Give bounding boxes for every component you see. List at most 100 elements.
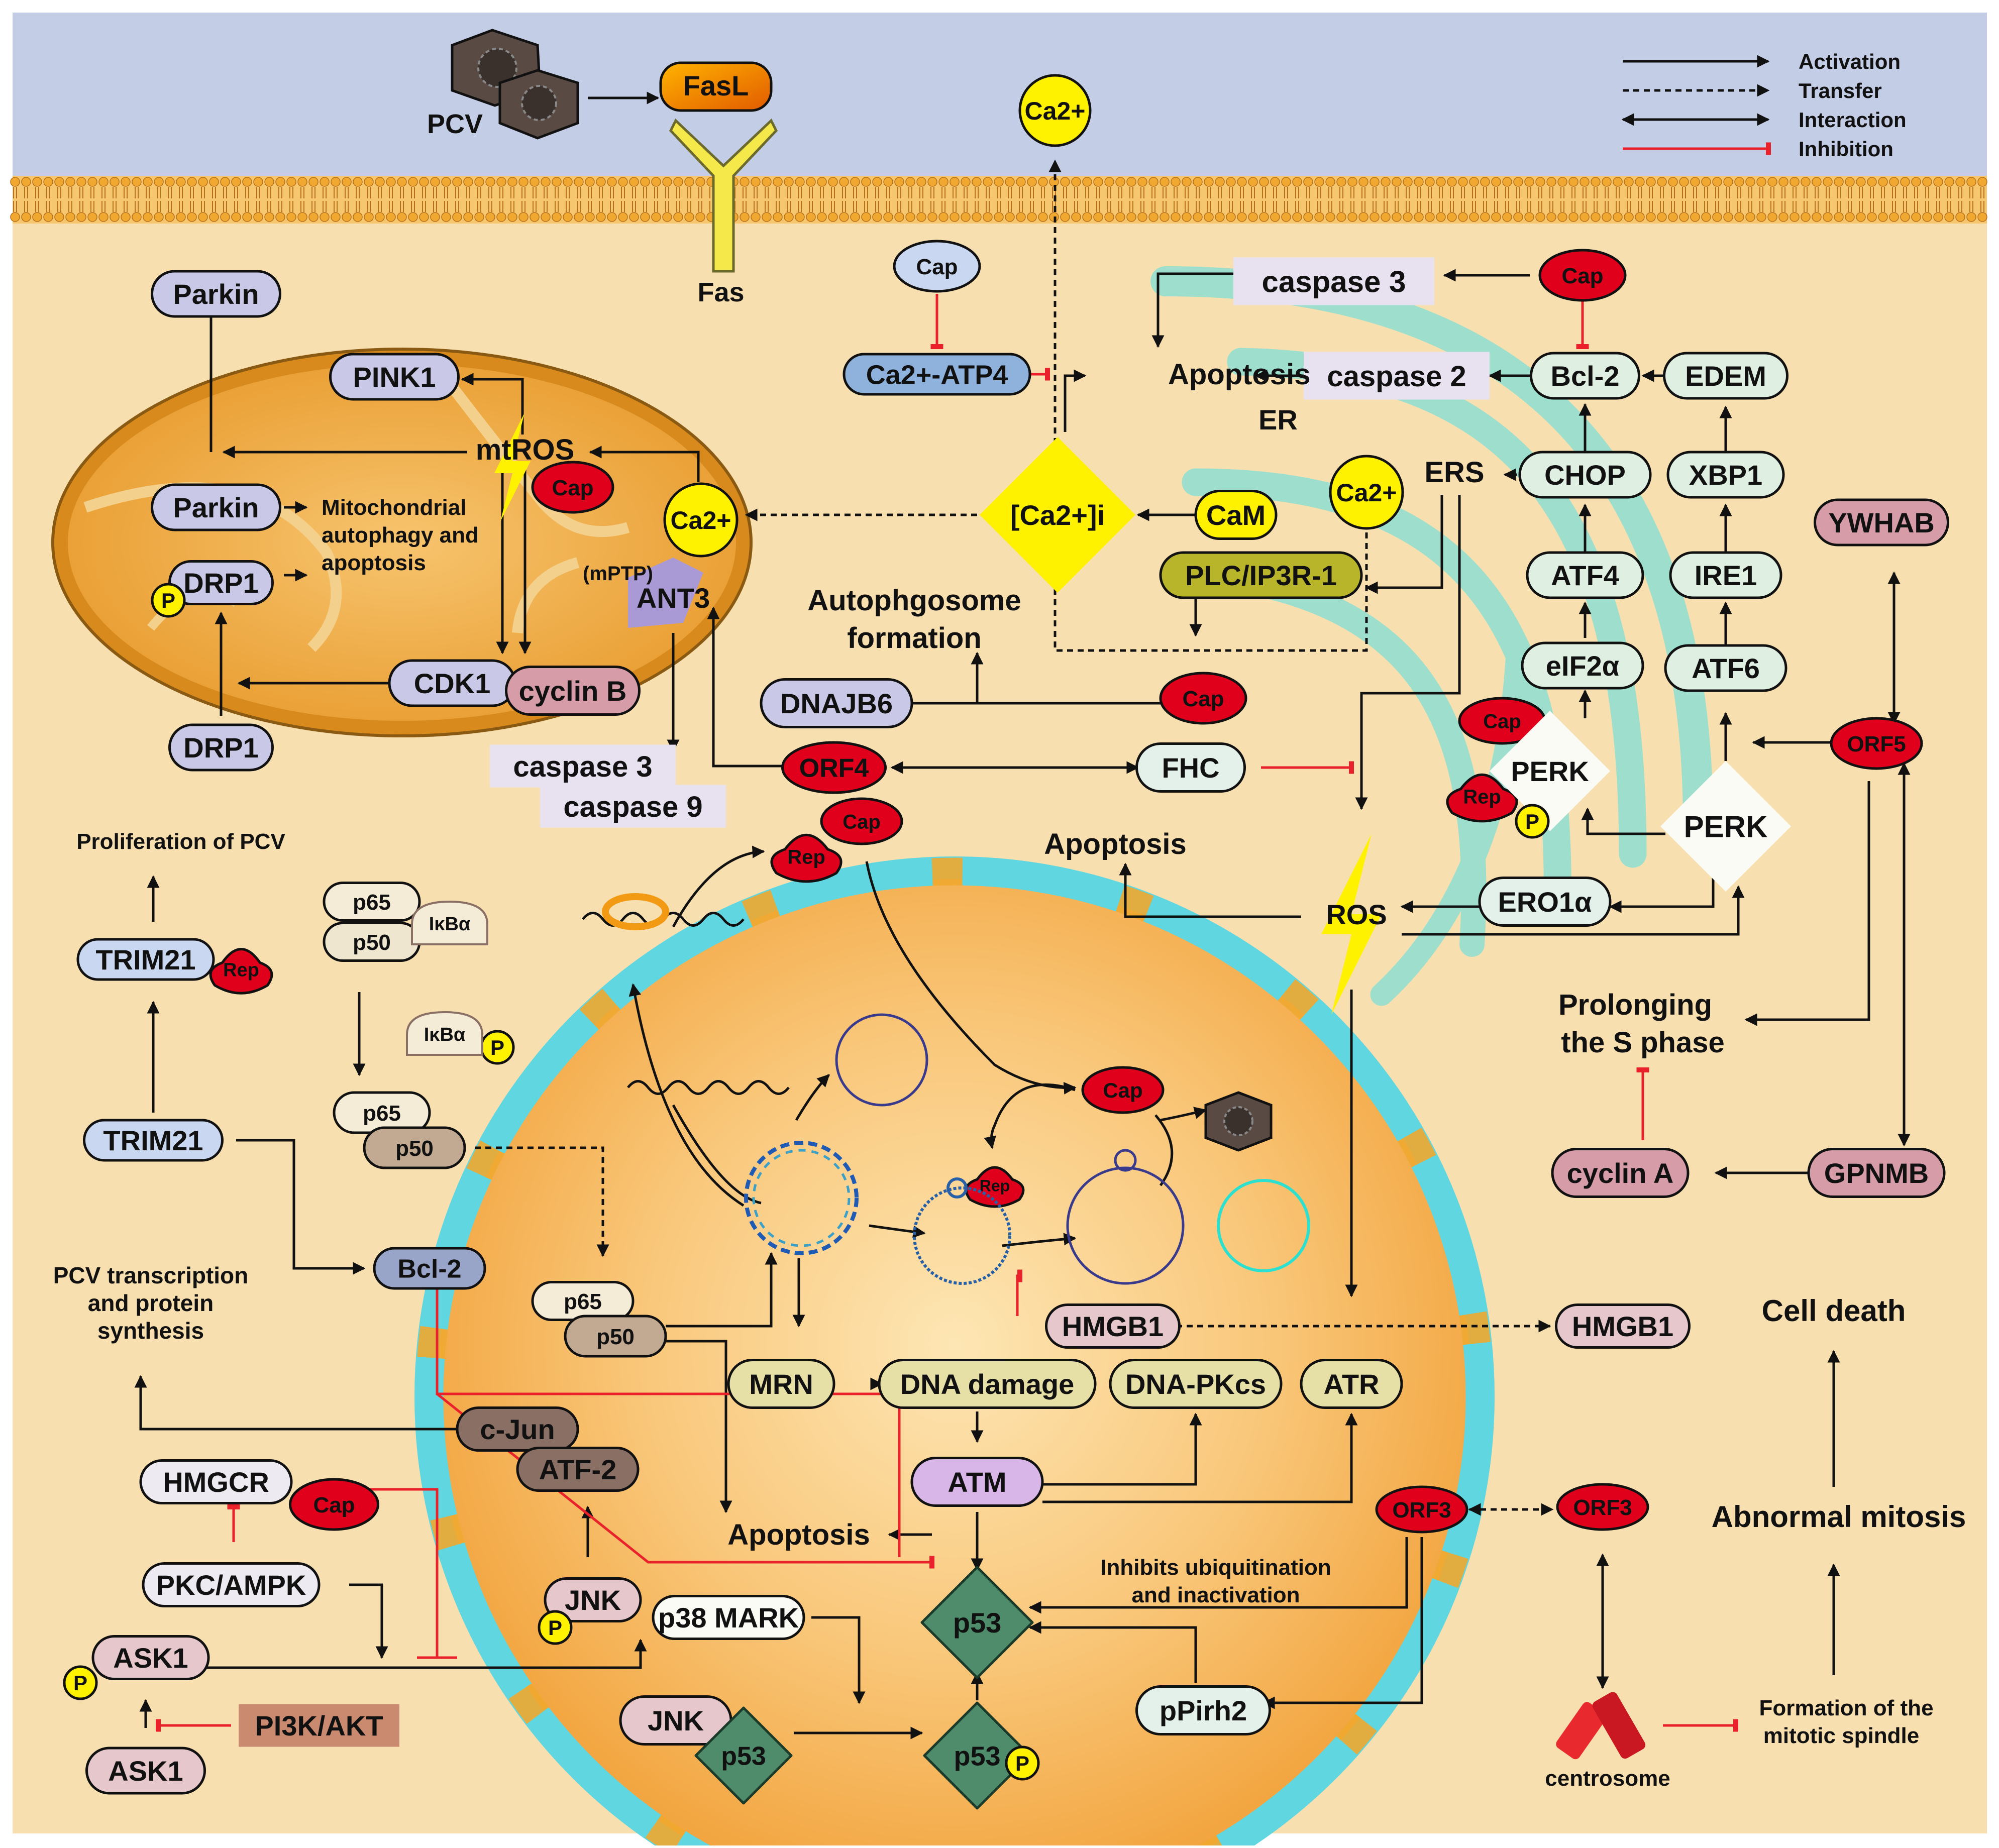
ros-bolt-icon	[1321, 834, 1382, 1015]
node-label: DRP1	[183, 567, 258, 599]
node-label: FHC	[1162, 752, 1219, 784]
phospho-p-p53: P	[1005, 1746, 1040, 1781]
node-p53-jnk: p53	[694, 1706, 793, 1805]
fas-label: Fas	[697, 277, 744, 307]
phospho-p-jnk: P	[538, 1610, 573, 1645]
node-label: Rep	[1463, 786, 1501, 808]
node-dna-damage: DNA damage	[878, 1359, 1097, 1409]
node-orf3-in: ORF3	[1375, 1485, 1468, 1534]
node-label: DNAJB6	[780, 688, 893, 719]
text-pcv-trans-2: and protein	[88, 1290, 214, 1316]
node-label: PLC/IP3R-1	[1185, 560, 1337, 591]
cell-membrane	[10, 176, 1987, 224]
node-atr: ATR	[1300, 1359, 1403, 1409]
node-orf5: ORF5	[1830, 717, 1923, 770]
node-label: Rep	[787, 846, 825, 868]
node-p65-a: p65	[323, 882, 421, 922]
node-perk-inner: PERK	[1490, 711, 1610, 831]
node-bcl2-cyto: Bcl-2	[373, 1247, 486, 1290]
node-orf3-out: ORF3	[1556, 1483, 1649, 1531]
node-label: Bcl-2	[1551, 360, 1620, 392]
ant3-channel-icon	[628, 558, 703, 628]
mtros-bolt-icon	[494, 413, 531, 521]
node-label: P	[490, 1036, 504, 1059]
node-xbp1: XBP1	[1666, 451, 1785, 499]
node-label: TRIM21	[103, 1125, 203, 1156]
node-label: [Ca2+]i	[1010, 499, 1105, 531]
node-ywhab: YWHAB	[1814, 498, 1949, 547]
text-ers: ERS	[1424, 456, 1484, 489]
node-label: p38 MARK	[658, 1602, 799, 1634]
node-label: Parkin	[173, 492, 259, 523]
node-label: Cap	[1483, 710, 1521, 732]
node-cap-mito: Cap	[531, 461, 614, 514]
node-label: p50	[353, 930, 391, 955]
node-label: p53	[953, 1607, 1002, 1639]
node-ire1: IRE1	[1669, 551, 1782, 599]
node-label: caspase 3	[513, 750, 652, 783]
node-ca-top: Ca2+	[1018, 74, 1092, 147]
extracellular-space	[13, 13, 1987, 178]
text-mptp: (mPTP)	[583, 563, 653, 585]
node-ca-mito: Ca2+	[663, 482, 739, 558]
node-pink1: PINK1	[329, 353, 460, 401]
node-label: P	[548, 1616, 562, 1640]
node-label: p65	[363, 1101, 401, 1126]
node-ask1-top: ASK1	[91, 1635, 210, 1680]
text-prolong-2: the S phase	[1561, 1026, 1725, 1059]
legend-interaction: Interaction	[1799, 108, 1907, 132]
node-label: Ca2+-ATP4	[866, 360, 1008, 390]
fasl-receptor-icon: FasL	[659, 61, 778, 273]
node-label: Parkin	[173, 278, 259, 310]
node-trim21-top: TRIM21	[76, 938, 215, 981]
node-hmgb1-out: HMGB1	[1555, 1303, 1691, 1349]
text-formation-1: Formation of the	[1759, 1696, 1933, 1720]
text-centrosome: centrosome	[1545, 1766, 1670, 1791]
node-label: cyclin B	[519, 675, 627, 707]
node-cdk1: CDK1	[388, 659, 516, 707]
node-ca-i: [Ca2+]i	[980, 437, 1135, 593]
node-label: ORF3	[1392, 1498, 1451, 1523]
inhibition-lines	[156, 294, 1738, 1732]
text-apoptosis-nuc: Apoptosis	[727, 1518, 870, 1551]
node-label: Ca2+	[1025, 97, 1086, 125]
node-p38: p38 MARK	[652, 1595, 805, 1640]
pathway-arrows	[134, 91, 1911, 1740]
node-chop: CHOP	[1518, 451, 1652, 499]
node-label: YWHAB	[1828, 507, 1935, 538]
node-label: ATR	[1324, 1368, 1380, 1400]
node-label: EDEM	[1685, 360, 1766, 392]
fasl-label: FasL	[683, 70, 749, 101]
node-cap-red-top: Cap	[1538, 249, 1627, 302]
node-label: CHOP	[1544, 459, 1626, 491]
node-dnajb6: DNAJB6	[760, 678, 913, 728]
node-eif2a: eIF2α	[1521, 641, 1644, 690]
progeny-virion-icon	[1204, 1091, 1273, 1152]
nucleus	[414, 856, 1495, 1848]
node-label: PINK1	[353, 361, 436, 393]
node-cam: CaM	[1194, 490, 1278, 540]
node-label: Cap	[552, 476, 593, 500]
node-label: CaM	[1206, 499, 1266, 531]
node-plc: PLC/IP3R-1	[1159, 551, 1363, 599]
node-label: Cap	[1182, 687, 1224, 711]
node-edem: EDEM	[1663, 352, 1788, 400]
node-label: ATF6	[1692, 653, 1760, 684]
node-p53-p: p53	[923, 1701, 1031, 1810]
text-mito-text-3: apoptosis	[322, 551, 426, 575]
node-label: Cap	[843, 811, 881, 833]
node-label: DNA damage	[900, 1368, 1074, 1400]
phospho-p-ask1: P	[63, 1665, 98, 1700]
text-ros: ROS	[1326, 899, 1387, 930]
node-fhc: FHC	[1135, 742, 1246, 793]
text-pcv-trans-1: PCV transcription	[53, 1262, 249, 1288]
node-label: GPNMB	[1824, 1157, 1929, 1189]
node-label: ORF5	[1847, 732, 1906, 756]
text-er: ER	[1258, 404, 1298, 436]
text-autophago-1: Autophgosome	[807, 584, 1021, 617]
node-atf6: ATF6	[1664, 644, 1787, 692]
pcv-label: PCV	[427, 109, 483, 139]
node-label: Rep	[980, 1177, 1010, 1195]
